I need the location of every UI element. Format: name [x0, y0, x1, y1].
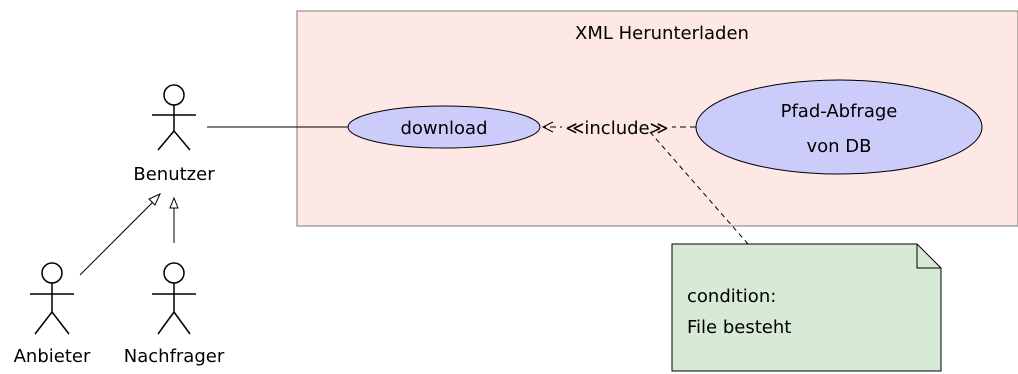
actor-head-icon — [163, 262, 185, 284]
use-case-pfad-label-line1: Pfad-Abfrage — [781, 101, 898, 122]
actor-benutzer-label: Benutzer — [133, 164, 215, 185]
note-anchor-line — [649, 131, 749, 245]
actor-benutzer[interactable] — [152, 84, 196, 151]
system-title: XML Herunterladen — [575, 23, 749, 44]
actor-anbieter-label: Anbieter — [14, 346, 91, 367]
actor-anbieter[interactable] — [30, 262, 74, 335]
include-arrowhead — [541, 121, 554, 133]
actor-nachfrager[interactable] — [152, 262, 196, 335]
generalization-arrowhead-icon — [148, 192, 162, 206]
actor-head-icon — [41, 262, 63, 284]
note-box — [671, 243, 942, 372]
note-text-line1: condition: — [687, 286, 776, 307]
use-case-download[interactable] — [347, 105, 541, 149]
note-fold — [916, 244, 941, 269]
generalization-arrowhead-icon — [169, 196, 179, 209]
include-label-bg — [562, 117, 672, 139]
generalization-anbieter-line — [79, 198, 157, 276]
use-case-pfad-label-line2: von DB — [806, 136, 871, 157]
use-case-download-label: download — [400, 118, 487, 139]
use-case-pfad-abfrage[interactable] — [695, 79, 983, 175]
actor-head-icon — [163, 84, 185, 106]
actor-nachfrager-label: Nachfrager — [124, 346, 225, 367]
note-text-line2: File besteht — [687, 317, 791, 338]
include-label: ≪include≫ — [566, 118, 669, 139]
